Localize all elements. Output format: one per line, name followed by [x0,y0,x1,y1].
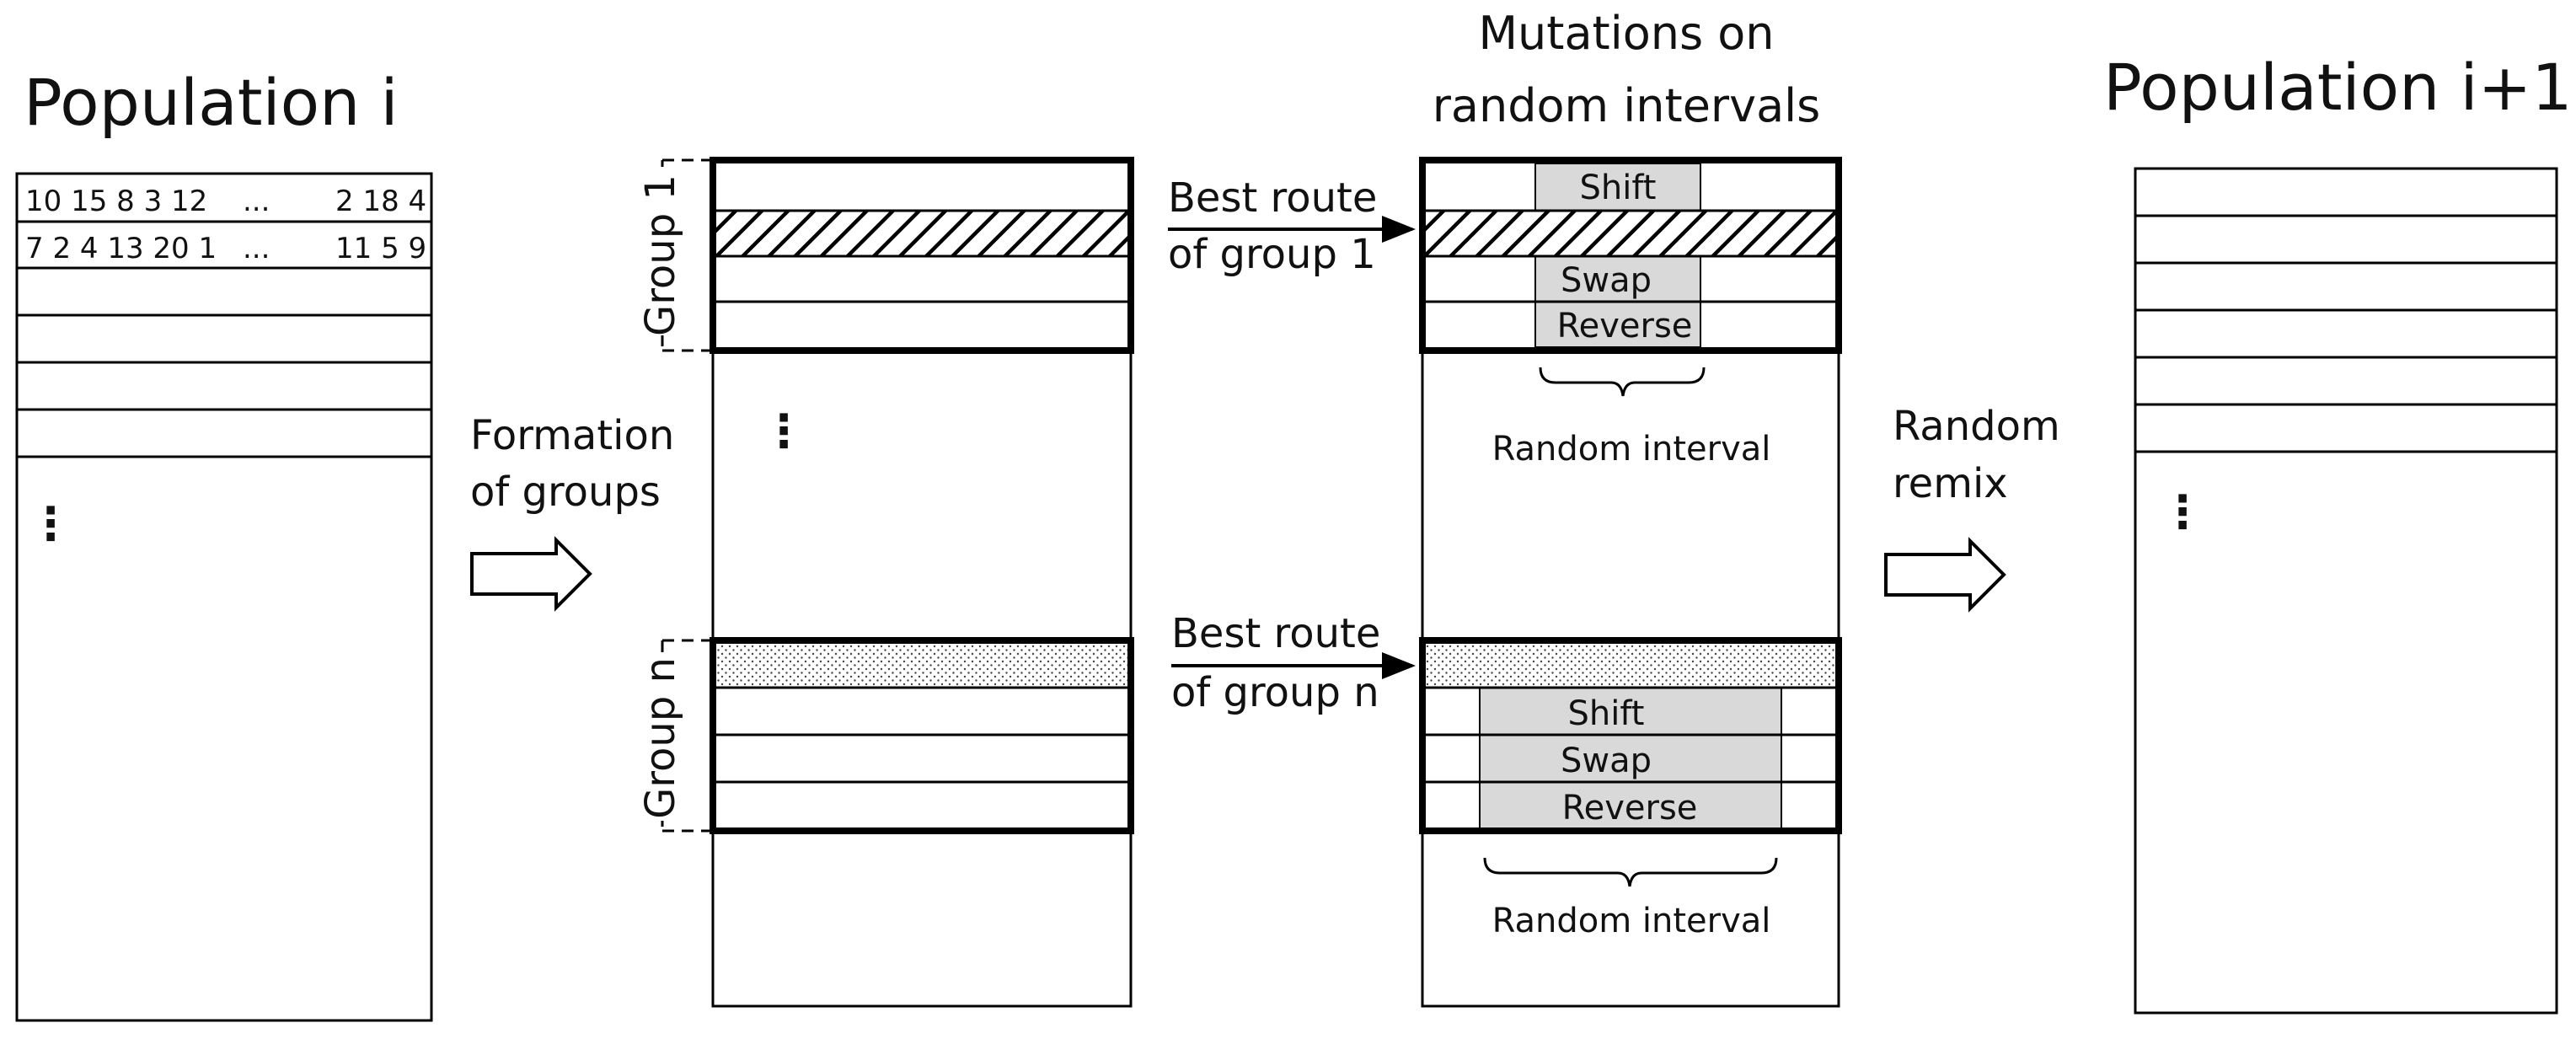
shift-op-1-label: Shift [1580,169,1657,207]
reverse-op-1-label: Reverse [1557,307,1693,345]
population-next-row-lines [2135,214,2557,453]
formation-step: Formation of groups [470,412,674,612]
swap-op-n [1479,734,1782,783]
mutations-group-1-row-lines [1422,209,1839,303]
group-1-label-bg [634,167,688,335]
mutations-group-1-box [1419,157,1842,354]
mutations-group-n-row-lines [1422,686,1839,784]
groups-outer-box [711,158,1133,1008]
population-next-vdots: ⋮ [2160,485,2205,538]
population-next-box [2134,167,2558,1015]
mutations-title-line1: Mutations on [1478,7,1774,60]
best-route-1-line2: of group 1 [1168,231,1376,278]
groups-row-lines [713,209,1131,784]
group-n-label: Group n [637,657,684,819]
remix-arrow-icon [1884,537,2006,613]
formation-arrow-icon [470,536,592,612]
groups-panel: ⋮ Group 1 Group n [634,157,1134,1008]
random-interval-1-brace-icon [1539,367,1706,397]
population-i-row-lines [17,220,431,458]
swap-op-n-label: Swap [1561,742,1652,780]
population-i-box [15,172,433,1022]
group-n-label-bg [634,656,688,821]
swap-op-1-label: Swap [1561,261,1652,300]
group-1-label: Group 1 [637,174,684,336]
population-i-title: Population i [24,65,399,140]
route-row-2-right: 11 5 9 [335,232,426,265]
population-i-panel: Population i 10 15 8 3 12 ... 2 18 4 7 2… [15,65,433,1022]
route-row-2-ellipsis: ... [243,232,270,265]
remix-step: Random remix [1884,403,2060,613]
group-n-best-route-row [713,640,1131,688]
route-row-1-ellipsis: ... [243,185,270,218]
groups-vdots: ⋮ [761,404,806,458]
population-next-title: Population i+1 [2103,50,2573,125]
mutations-best-route-n-row [1422,640,1839,688]
reverse-op-n [1479,781,1782,830]
mutations-panel: Mutations on random intervals Shift Swap… [1419,7,1842,1008]
shift-op-1 [1534,163,1701,212]
random-interval-n-label: Random interval [1492,902,1771,940]
remix-label-line1: Random [1893,403,2060,450]
population-i-vdots: ⋮ [28,497,73,550]
group-1-box [710,157,1134,354]
best-route-1-annotation: Best route of group 1 [1168,174,1416,278]
shift-op-n-label: Shift [1568,694,1645,733]
reverse-op-n-label: Reverse [1562,789,1698,827]
group-n-box [710,637,1134,834]
mutations-best-route-1-row [1422,211,1839,256]
reverse-op-1 [1534,301,1701,348]
random-interval-n-brace-icon [1483,857,1778,887]
random-interval-1-label: Random interval [1492,430,1771,469]
route-row-1-left: 10 15 8 3 12 [25,185,207,218]
best-route-n-line2: of group n [1171,669,1379,716]
formation-label-line1: Formation [470,412,674,459]
route-row-1-right: 2 18 4 [335,185,426,218]
mutations-title-line2: random intervals [1433,79,1821,132]
shift-op-n [1479,687,1782,736]
mutations-group-n-box [1419,637,1842,834]
group-1-best-route-row [713,211,1131,256]
route-row-2-left: 7 2 4 13 20 1 [25,232,217,265]
best-route-1-line1: Best route [1168,174,1377,222]
best-route-n-annotation: Best route of group n [1171,610,1416,716]
best-route-n-line1: Best route [1171,610,1380,657]
population-next-panel: Population i+1 ⋮ [2103,50,2573,1015]
remix-label-line2: remix [1893,460,2008,507]
swap-op-1 [1534,255,1701,303]
formation-label-line2: of groups [470,469,661,516]
